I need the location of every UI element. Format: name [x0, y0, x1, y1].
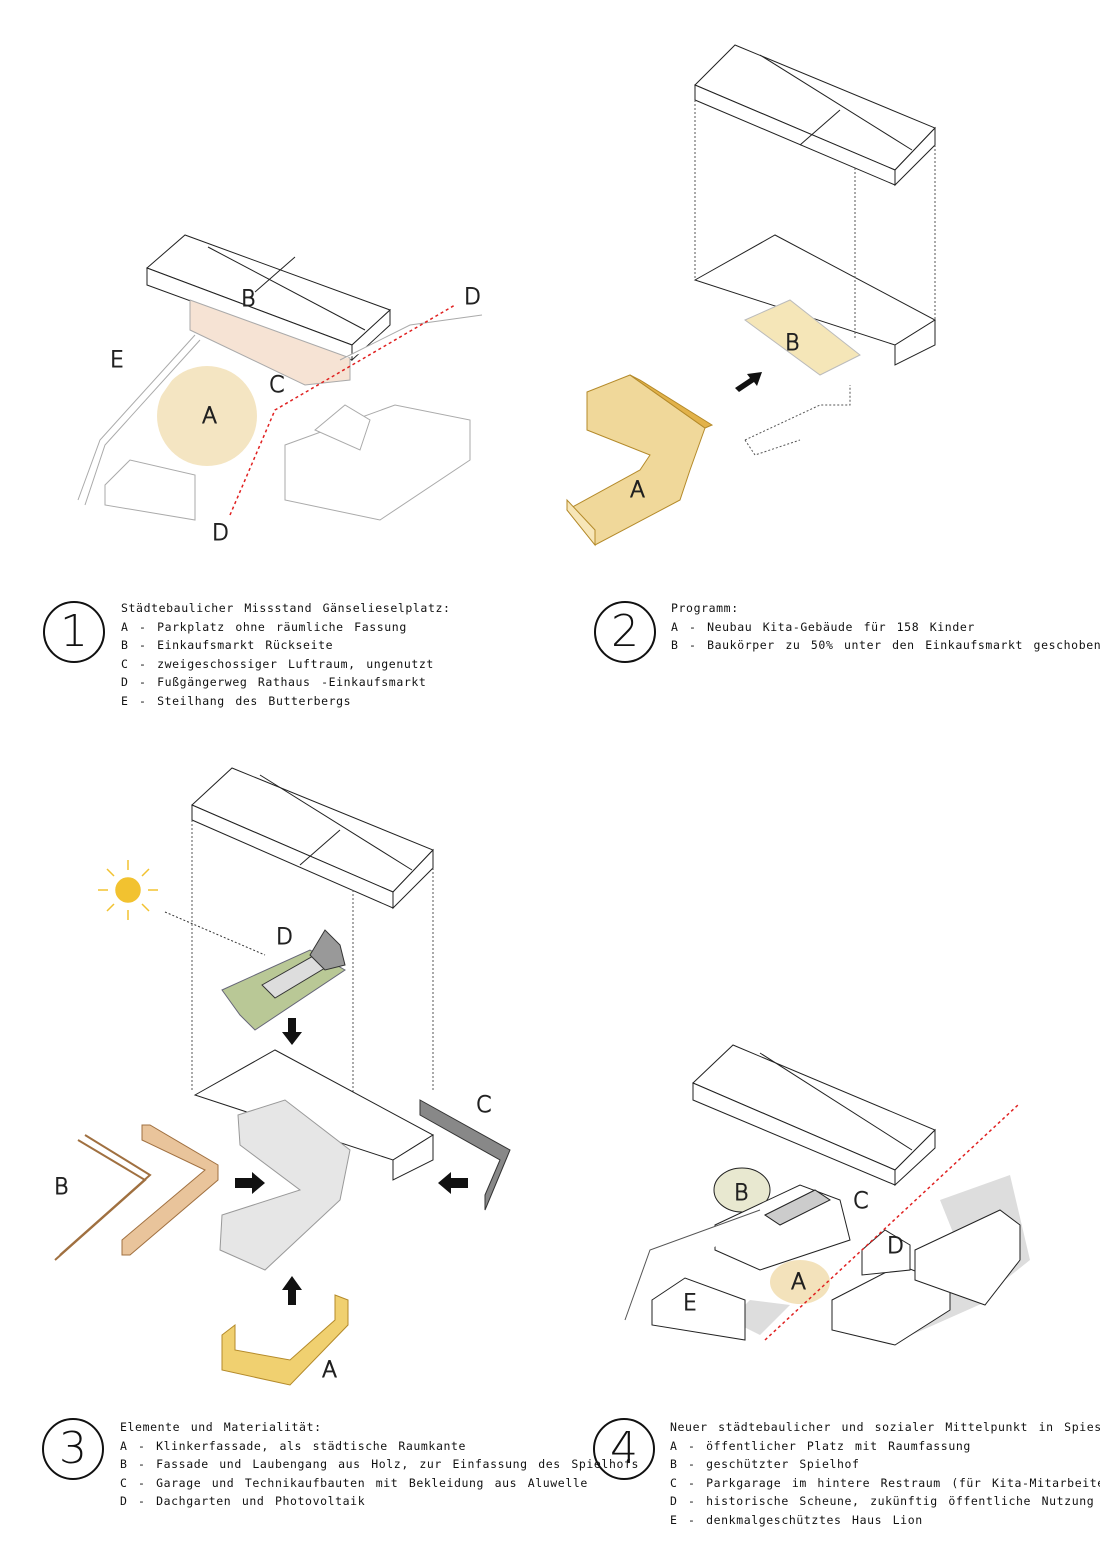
panel-2-caption: Programm: A - Neubau Kita-Gebäude für 15…	[671, 599, 1100, 655]
caption-title: Elemente und Materialität:	[120, 1420, 322, 1434]
panel-3-drawing: D C B A	[54, 767, 511, 1386]
caption-item: D - historische Scheune, zukünftig öffen…	[670, 1494, 1095, 1509]
label-c: C	[476, 1093, 491, 1118]
caption-item: A - Neubau Kita-Gebäude für 158 Kinder	[671, 619, 975, 634]
caption-item: E - Steilhang des Butterbergs	[121, 693, 352, 708]
label-b: B	[241, 287, 255, 312]
caption-item: C - Garage und Technikaufbauten mit Bekl…	[120, 1475, 588, 1490]
caption-item: A - Klinkerfassade, als städtische Raumk…	[120, 1438, 467, 1453]
label-d-top: D	[464, 285, 481, 310]
parking-area-a	[157, 366, 257, 466]
panel-4-drawing: B C D A E	[624, 1044, 1030, 1346]
caption-item: A - Parkplatz ohne räumliche Fassung	[121, 619, 407, 634]
label-a: A	[322, 1358, 337, 1383]
caption-item: B - geschützter Spielhof	[670, 1457, 860, 1472]
alu-facade-c	[419, 1099, 511, 1211]
panel-number-3: 3	[42, 1418, 104, 1480]
sun-icon	[98, 860, 158, 920]
label-a: A	[630, 478, 645, 503]
projection-lines	[694, 100, 936, 456]
panel-3-caption: Elemente und Materialität: A - Klinkerfa…	[120, 1418, 639, 1511]
panel-number-2: 2	[594, 601, 656, 663]
label-c: C	[853, 1189, 868, 1214]
panel-1-caption: Städtebaulicher Missstand Gänselieselpla…	[121, 599, 451, 711]
supermarket-roof-exploded	[694, 44, 936, 187]
caption-item: B - Fassade und Laubengang aus Holz, zur…	[120, 1457, 640, 1472]
supermarket-building	[692, 1044, 936, 1187]
caption-title: Neuer städtebaulicher und sozialer Mitte…	[670, 1420, 1100, 1434]
supermarket-roof-exploded	[191, 767, 434, 910]
label-c: C	[269, 373, 284, 398]
label-d-bottom: D	[212, 521, 229, 546]
arrow-into-building	[735, 372, 762, 392]
panel-number-1: 1	[43, 601, 105, 663]
label-b: B	[54, 1175, 68, 1200]
caption-item: C - Parkgarage im hintere Restraum (für …	[670, 1475, 1100, 1490]
panel-1-drawing: A B C D D E	[77, 234, 483, 547]
arrow-left-c	[438, 1172, 468, 1194]
panel-number-4: 4	[593, 1418, 655, 1480]
clinker-facade-a	[221, 1294, 349, 1386]
caption-item: D - Dachgarten und Photovoltaik	[120, 1494, 366, 1509]
label-b: B	[734, 1181, 748, 1206]
footprint-b	[744, 299, 861, 376]
context-buildings	[624, 1209, 1021, 1346]
caption-title: Programm:	[671, 601, 739, 615]
label-a: A	[791, 1270, 806, 1295]
arrow-down-d	[282, 1018, 302, 1045]
arrow-up-a	[282, 1276, 302, 1305]
panel-4-caption: Neuer städtebaulicher und sozialer Mitte…	[670, 1418, 1100, 1530]
label-d: D	[887, 1234, 904, 1259]
kita-volume-grey	[219, 1099, 351, 1271]
caption-item: B - Einkaufsmarkt Rückseite	[121, 638, 334, 653]
label-d: D	[276, 925, 293, 950]
caption-item: E - denkmalgeschütztes Haus Lion	[670, 1512, 923, 1527]
supermarket-building	[146, 234, 391, 386]
kita-roof-pv	[764, 1189, 831, 1226]
projection-lines	[191, 820, 434, 1110]
label-a: A	[202, 404, 217, 429]
caption-item: B - Baukörper zu 50% unter den Einkaufsm…	[671, 638, 1100, 653]
kita-volume-a	[566, 374, 714, 547]
roof-garden-d	[221, 929, 346, 1031]
caption-item: D - Fußgängerweg Rathaus -Einkaufsmarkt	[121, 675, 427, 690]
panel-2-drawing: B A	[566, 44, 936, 547]
supermarket-base-exploded	[693, 234, 936, 366]
label-b: B	[785, 331, 799, 356]
label-e: E	[110, 348, 124, 373]
label-e: E	[683, 1291, 697, 1316]
arrow-right-b	[235, 1172, 265, 1194]
wood-facade-b	[54, 1124, 219, 1261]
caption-item: C - zweigeschossiger Luftraum, ungenutzt	[121, 656, 434, 671]
context-buildings	[77, 314, 483, 521]
pedestrian-path-d	[229, 304, 456, 516]
caption-title: Städtebaulicher Missstand Gänselieselpla…	[121, 601, 451, 615]
caption-item: A - öffentlicher Platz mit Raumfassung	[670, 1438, 971, 1453]
